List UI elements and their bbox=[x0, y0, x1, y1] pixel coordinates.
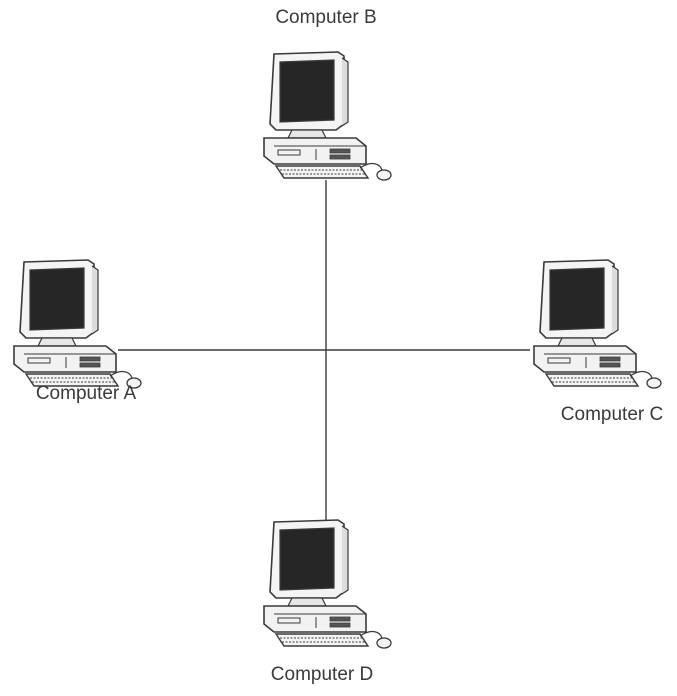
label-computer-a: Computer A bbox=[35, 383, 137, 404]
label-computer-b: Computer B bbox=[275, 7, 377, 28]
computer-icon-a bbox=[13, 259, 142, 389]
computer-icon-d bbox=[263, 519, 392, 649]
connection-lines bbox=[118, 180, 530, 522]
computer-icon-b bbox=[263, 51, 392, 181]
label-computer-c: Computer C bbox=[560, 404, 664, 425]
label-computer-d: Computer D bbox=[270, 664, 374, 685]
computer-icon-c bbox=[533, 259, 662, 389]
